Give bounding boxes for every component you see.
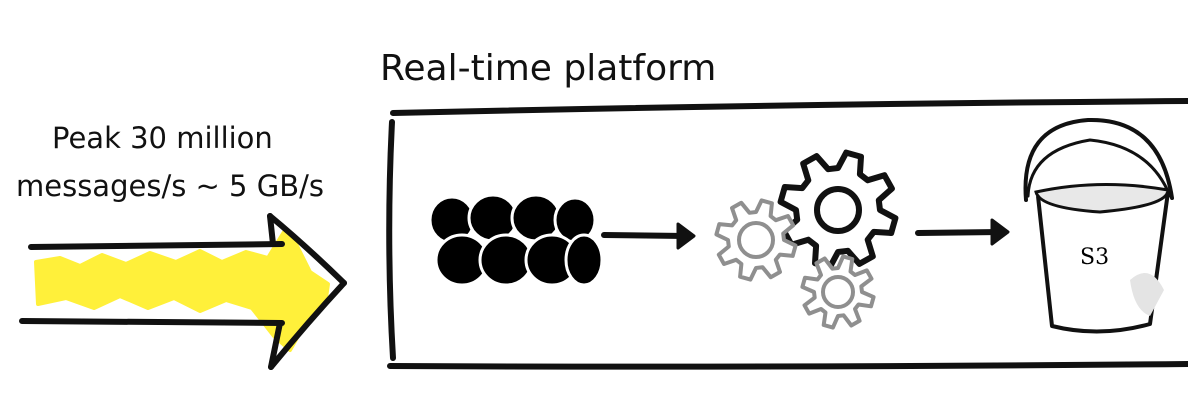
- gear-outline: [800, 254, 876, 330]
- gear-hole: [814, 186, 862, 234]
- gear-large-icon: [777, 149, 899, 271]
- arrow-to-processing: [601, 222, 696, 250]
- incoming-data-arrow: [19, 213, 347, 370]
- log-bottom-row: [434, 233, 604, 287]
- gear-outline: [777, 149, 899, 271]
- throughput-label-line2: messages/s ~ 5 GB/s: [16, 169, 324, 203]
- gears-icon: [714, 149, 899, 330]
- stacked-logs-icon: [428, 193, 604, 287]
- gear-small-left-icon: [714, 198, 798, 282]
- platform-title: Real-time platform: [380, 48, 716, 89]
- throughput-label-line1: Peak 30 million: [52, 121, 273, 155]
- arrow-to-storage: [915, 218, 1010, 246]
- gear-hole: [737, 221, 775, 259]
- gear-outline: [714, 198, 798, 282]
- gear-hole: [821, 275, 855, 309]
- gear-small-right-icon: [800, 254, 876, 330]
- log-top-row: [428, 193, 597, 245]
- bucket-icon: S3: [1023, 117, 1174, 334]
- storage-label: S3: [1080, 245, 1109, 270]
- platform-container: [386, 98, 1188, 370]
- yellow-data-stream: [34, 230, 330, 352]
